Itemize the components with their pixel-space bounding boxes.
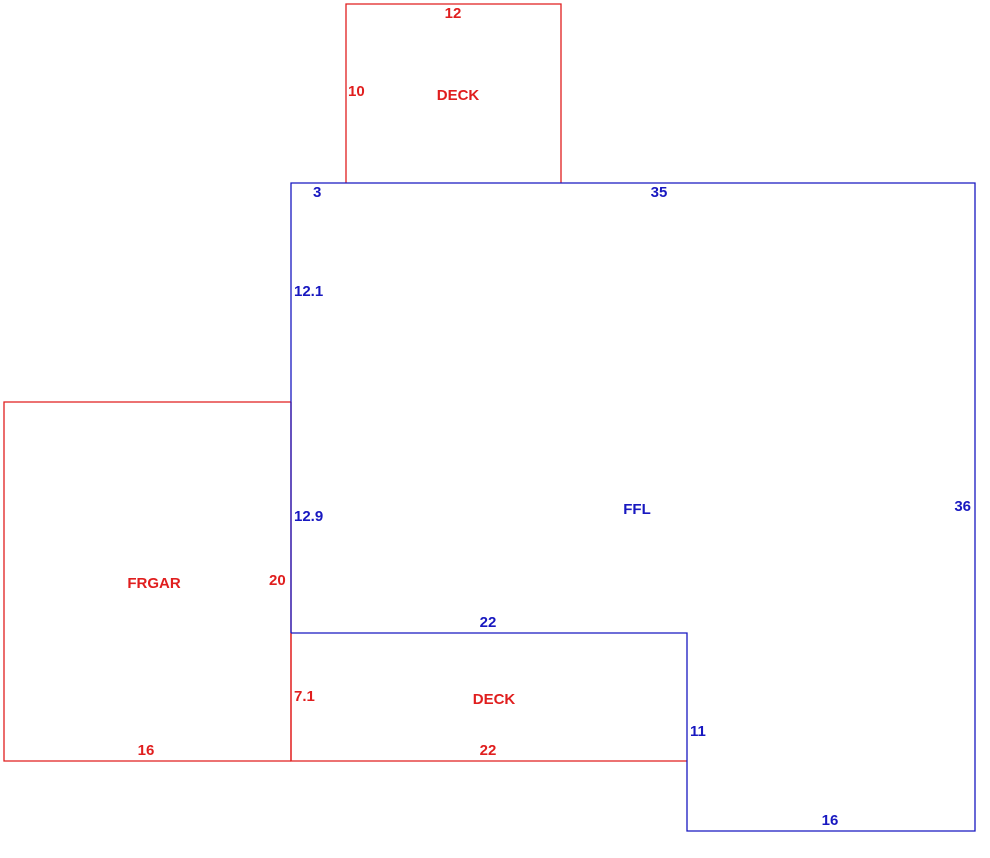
frgar-label: FRGAR bbox=[127, 575, 180, 592]
frgar-dim-bottom: 16 bbox=[138, 742, 155, 759]
ffl-dim-right: 36 bbox=[954, 498, 971, 515]
ffl-outline bbox=[290, 182, 976, 832]
deck-top-dim-top: 12 bbox=[445, 5, 462, 22]
frgar-dim-right: 20 bbox=[269, 572, 286, 589]
deck-top-area: 12 10 DECK bbox=[345, 3, 562, 183]
ffl-dim-top-short: 3 bbox=[313, 184, 321, 201]
deck-bottom-dim-bottom: 22 bbox=[480, 742, 497, 759]
deck-bottom-label: DECK bbox=[473, 691, 516, 708]
ffl-dim-inner-top: 22 bbox=[480, 614, 497, 631]
deck-top-outline bbox=[345, 3, 562, 183]
ffl-area: 3 35 12.1 12.9 FFL 36 22 11 16 bbox=[290, 182, 976, 832]
ffl-dim-left-lower: 12.9 bbox=[294, 508, 323, 525]
deck-bottom-area: 7.1 DECK 22 bbox=[290, 633, 687, 762]
deck-bottom-dim-left: 7.1 bbox=[294, 688, 315, 705]
frgar-outline bbox=[3, 401, 291, 762]
ffl-dim-left-upper: 12.1 bbox=[294, 283, 323, 300]
deck-bottom-outline bbox=[290, 633, 687, 762]
ffl-label: FFL bbox=[623, 501, 651, 518]
frgar-area: FRGAR 20 16 bbox=[3, 401, 292, 762]
deck-top-dim-left: 10 bbox=[348, 83, 365, 100]
deck-top-label: DECK bbox=[437, 87, 480, 104]
ffl-dim-top: 35 bbox=[651, 184, 668, 201]
ffl-dim-bottom: 16 bbox=[822, 812, 839, 829]
ffl-dim-inner-right: 11 bbox=[690, 723, 706, 740]
